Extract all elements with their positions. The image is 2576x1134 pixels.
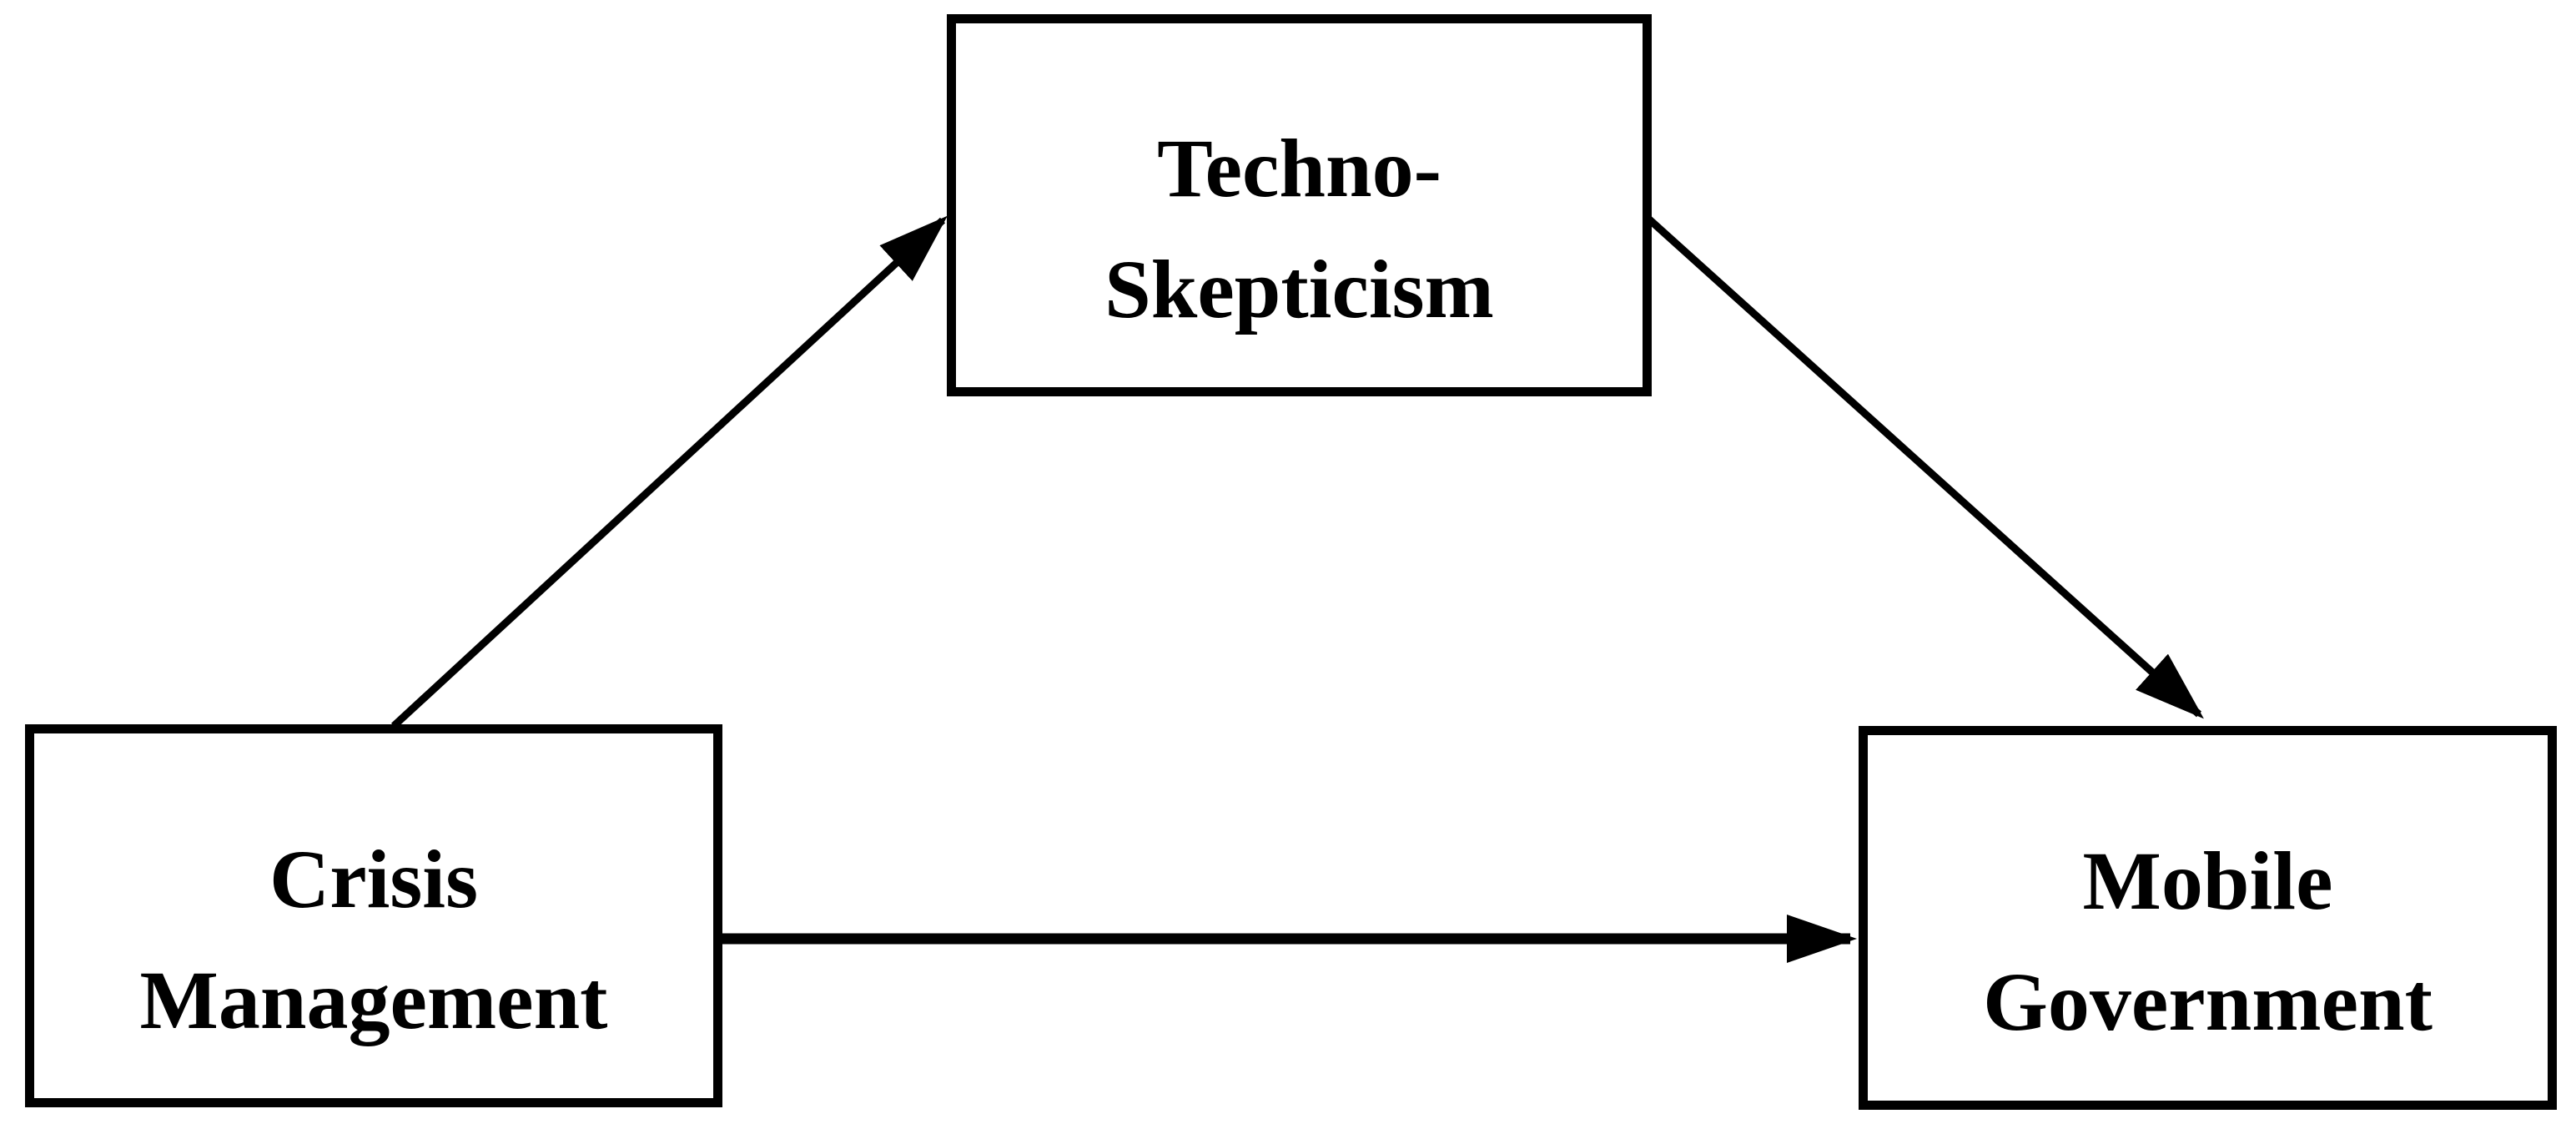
- node-label-line: Government: [1983, 955, 2433, 1048]
- node-label-techno-skepticism: Techno- Skepticism: [1104, 108, 1494, 350]
- node-label-mobile-government: Mobile Government: [1983, 820, 2433, 1062]
- arrow-crisis-to-techno: [390, 215, 948, 729]
- node-label-line: Skepticism: [1104, 243, 1494, 335]
- node-label-line: Mobile: [2082, 834, 2333, 927]
- node-mobile-government: Mobile Government: [1859, 726, 2557, 1110]
- node-label-line: Crisis: [269, 832, 478, 925]
- node-crisis-management: Crisis Management: [25, 724, 722, 1107]
- node-label-line: Management: [139, 953, 608, 1046]
- node-label-line: Techno-: [1157, 122, 1441, 214]
- node-techno-skepticism: Techno- Skepticism: [947, 14, 1652, 396]
- node-label-crisis-management: Crisis Management: [140, 819, 608, 1061]
- arrow-techno-to-mobile: [1645, 215, 2204, 719]
